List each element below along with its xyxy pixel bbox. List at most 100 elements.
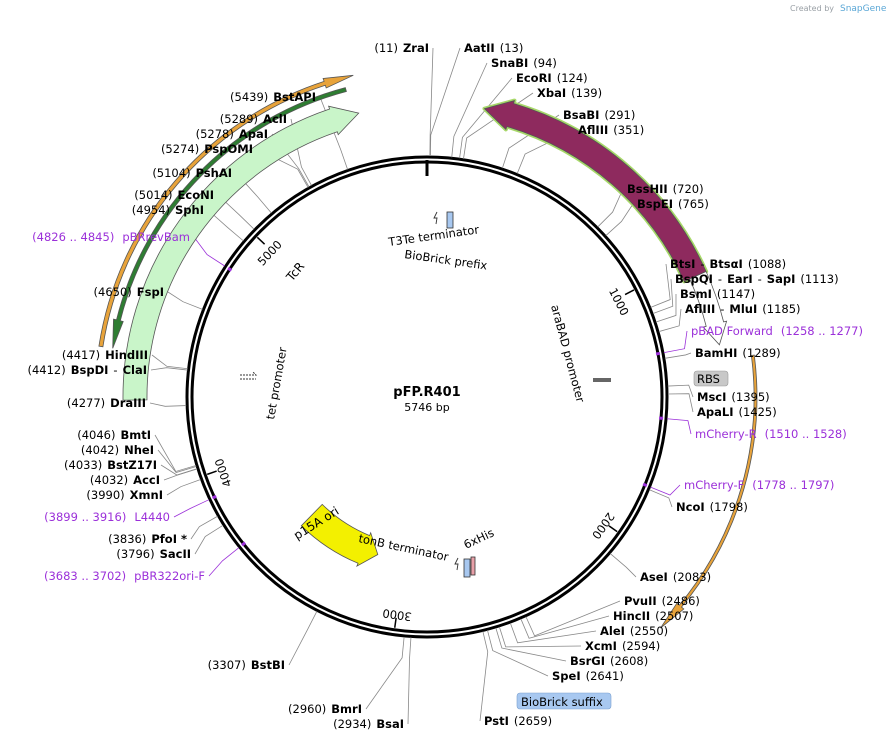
tick-label: 4000 xyxy=(212,457,235,489)
enzyme-name: BspDI xyxy=(71,363,109,377)
site-position: (1185) xyxy=(762,302,800,316)
enzyme-name: SphI xyxy=(175,203,204,217)
enzyme-name: BmtI xyxy=(120,428,151,442)
site-label: (3836)PfoI * xyxy=(108,532,187,546)
arac-label: araC xyxy=(516,247,547,275)
site-leader-line xyxy=(459,77,513,159)
site-leader-line xyxy=(429,47,434,157)
enzyme-name: BspQI xyxy=(675,272,713,286)
primer-label: (3683 .. 3702)pBR322ori-F xyxy=(44,569,205,583)
site-label: NcoI(1798) xyxy=(676,500,748,514)
site-label: (2960) BmrI xyxy=(288,702,362,716)
primer-range: (1778 .. 1797) xyxy=(752,478,834,492)
site-leader-line xyxy=(487,630,549,677)
site-label: (4954)SphI xyxy=(132,203,204,217)
site-leader-line xyxy=(150,367,188,371)
enzyme-name: BtsI xyxy=(670,257,695,271)
site-position: (2550) xyxy=(630,624,668,638)
site-leader-line xyxy=(167,291,203,310)
site-position: (3796) xyxy=(116,547,154,561)
primer-label: (3899 .. 3916)L4440 xyxy=(44,510,170,524)
biobrick-suffix-badge: BioBrick suffix xyxy=(516,692,612,710)
primer-mark xyxy=(642,482,648,488)
site-position: (94) xyxy=(533,56,557,70)
site-leader-line xyxy=(499,626,582,648)
site-position: - xyxy=(700,257,704,271)
site-label: (4650)FspI xyxy=(94,285,164,299)
site-label: AatII(13) xyxy=(464,41,523,55)
enzyme-name: PspOMI xyxy=(204,142,253,156)
site-label: (4277)DraIII xyxy=(67,396,146,410)
site-leader-line xyxy=(652,278,674,314)
site-position: (291) xyxy=(604,108,635,122)
enzyme-name: BamHI xyxy=(695,346,737,360)
site-label: BsaBI(291) xyxy=(563,108,635,122)
site-label: (5014)EcoNI xyxy=(134,188,214,202)
tick-mark xyxy=(256,236,266,245)
his-tag-label: 6xHis xyxy=(461,526,496,552)
tick-mark xyxy=(394,617,397,628)
primer-label: mCherry-F (1778 .. 1797) xyxy=(684,478,834,492)
site-leader-line xyxy=(495,627,567,662)
site-label: BspEI(765) xyxy=(637,197,709,211)
site-position: (1425) xyxy=(739,405,777,419)
site-leader-line xyxy=(605,203,634,236)
enzyme-name: ClaI xyxy=(123,363,147,377)
enzyme-name: XmnI xyxy=(130,488,163,502)
site-label: ApaLI(1425) xyxy=(697,405,777,419)
biobrick-prefix-label: BioBrick prefix xyxy=(404,247,489,273)
site-position: (2960) xyxy=(288,702,326,716)
site-position: (2659) xyxy=(514,714,552,728)
tick-label: 2000 xyxy=(589,510,617,542)
p15a-arrow xyxy=(300,503,379,568)
primer-label: mCherry-R(1510 .. 1528) xyxy=(695,427,847,441)
site-label: AseI(2083) xyxy=(640,570,711,584)
enzyme-name: BspEI xyxy=(637,197,673,211)
enzyme-name: AseI xyxy=(640,570,668,584)
primer-mark xyxy=(227,266,233,272)
biobrick-suffix-mark xyxy=(463,558,471,578)
site-label: AflIII(351) xyxy=(578,123,644,137)
site-label: SnaBI(94) xyxy=(491,56,557,70)
credit-prefix: Created by xyxy=(790,4,834,13)
enzyme-name: AflIII xyxy=(578,123,608,137)
tet-promoter-label: tet promoter xyxy=(263,346,290,421)
site-position: (1395) xyxy=(731,390,769,404)
site-leader-line xyxy=(597,188,624,228)
site-label: MscI(1395) xyxy=(697,390,770,404)
enzyme-name: PshAI xyxy=(196,166,232,180)
site-position: (11) xyxy=(374,41,398,55)
site-label: BsmI(1147) xyxy=(680,287,755,301)
site-label: AflIII-MluI(1185) xyxy=(685,302,801,316)
site-position: (4046) xyxy=(77,428,115,442)
site-label: (11)ZraI xyxy=(374,41,429,55)
enzyme-name: EcoNI xyxy=(178,188,214,202)
enzyme-name: XbaI xyxy=(537,86,566,100)
enzyme-name: AccI xyxy=(133,473,160,487)
enzyme-name: SacII xyxy=(160,547,191,561)
site-leader-line xyxy=(151,354,188,370)
enzyme-name: NheI xyxy=(124,443,154,457)
enzyme-name: PfoI * xyxy=(151,532,187,546)
site-leader-line xyxy=(649,489,673,508)
biobrick-suffix-badge-text: BioBrick suffix xyxy=(521,695,603,709)
site-position: (5289) xyxy=(220,112,258,126)
enzyme-name: EcoRI xyxy=(516,71,552,85)
t3te-terminator-icon xyxy=(433,211,438,225)
site-position: (2486) xyxy=(662,594,700,608)
enzyme-name: FspI xyxy=(137,285,164,299)
primer-mark xyxy=(211,494,217,500)
site-label: (4417)HindIII xyxy=(62,348,148,362)
site-position: (124) xyxy=(557,71,588,85)
enzyme-name: BmrI xyxy=(331,702,362,716)
site-label: (3796) SacII xyxy=(116,547,191,561)
primer-leader-line xyxy=(650,484,681,496)
enzyme-name: BstAPI xyxy=(273,90,316,104)
site-leader-line xyxy=(190,515,218,540)
enzyme-name: DraIII xyxy=(110,396,146,410)
primer-mark xyxy=(655,351,661,356)
primer-name: mCherry-F xyxy=(684,478,744,492)
site-leader-line xyxy=(609,553,637,578)
site-label: EcoRI (124) xyxy=(516,71,588,85)
site-position: (5439) xyxy=(230,90,268,104)
